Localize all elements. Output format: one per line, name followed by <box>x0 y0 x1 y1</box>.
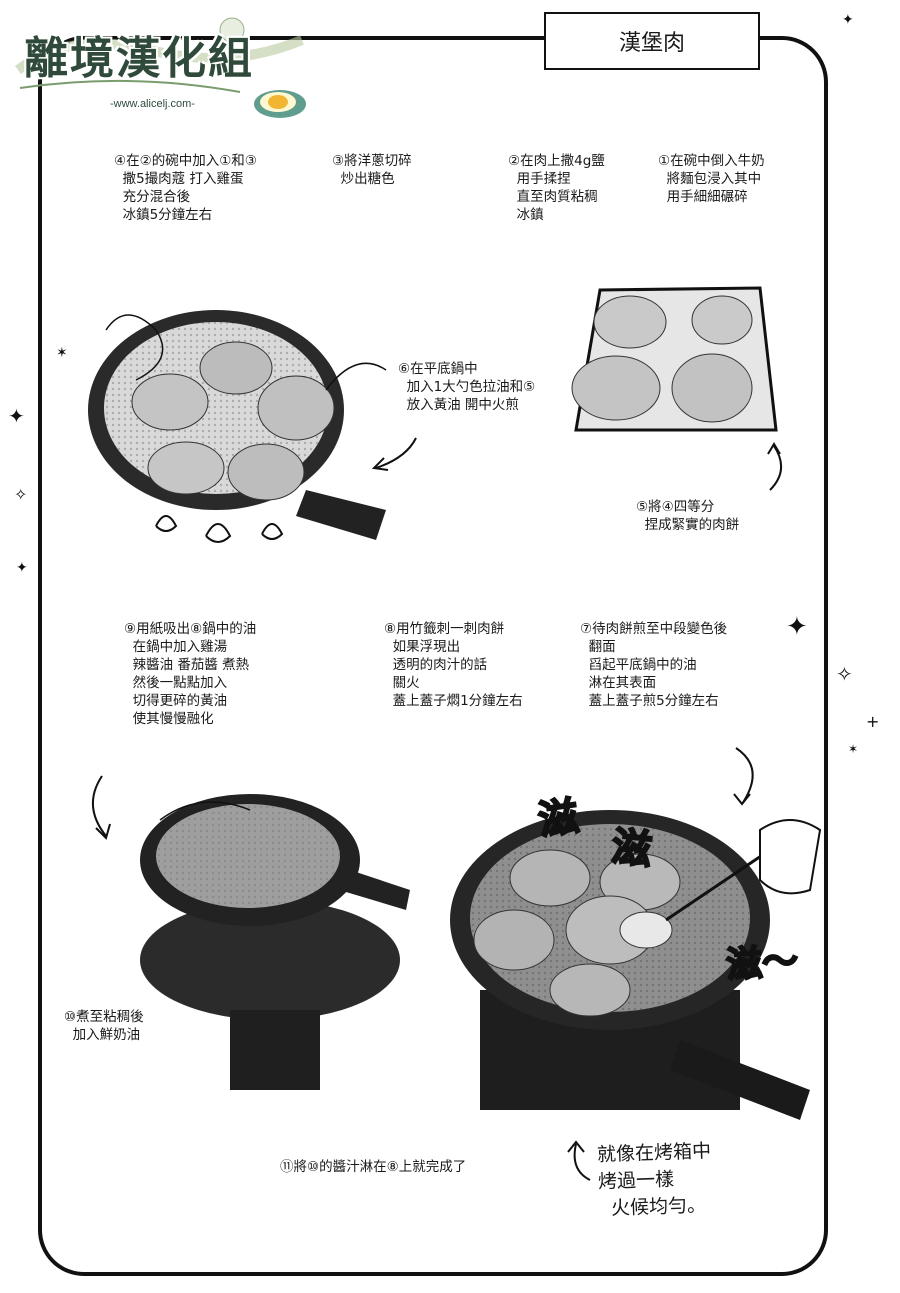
sparkle-icon: ✧ <box>836 662 853 686</box>
skillet-basting-illustration <box>450 810 822 1120</box>
step-10-text: ⑩煮至粘稠後 加入鮮奶油 <box>64 1009 144 1043</box>
tray-patties-illustration <box>571 286 778 432</box>
arrow-icon <box>91 775 111 840</box>
step-9-text: ⑨用紙吸出⑧鍋中的油 在鍋中加入雞湯 辣醬油 番茄醬 煮熱 然後一點點加入 切得… <box>124 621 257 727</box>
page-title: 漢堡肉 <box>544 12 760 70</box>
sizzle-sfx: 滋 <box>608 822 655 875</box>
sparkle-icon: ✦ <box>786 612 808 642</box>
step-11-text: ⑪將⑩的醬汁淋在⑧上就完成了 <box>280 1159 467 1175</box>
sizzle-sfx: 滋 <box>534 791 582 845</box>
page-frame <box>38 36 828 1276</box>
step-7-text: ⑦待肉餅煎至中段變色後 翻面 舀起平底鍋中的油 淋在其表面 蓋上蓋子煎5分鐘左右 <box>580 621 728 709</box>
arrow-icon <box>733 747 754 806</box>
sparkle-icon: ✦ <box>16 560 28 576</box>
group-logo: 離境漢化組 -www.alicelj.com- <box>10 10 310 118</box>
step-4-text: ④在②的碗中加入①和③ 撒5撮肉蔻 打入雞蛋 充分混合後 冰鎮5分鐘左右 <box>114 153 257 223</box>
logo-title: 離境漢化組 <box>24 33 254 84</box>
sparkle-icon: ✶ <box>848 742 859 756</box>
arrow-icon <box>767 442 782 491</box>
step-2-text: ②在肉上撒4g鹽 用手揉捏 直至肉質粘稠 冰鎮 <box>508 153 605 223</box>
handwritten-note: 就像在烤箱中 烤過一樣 火候均勻。 <box>596 1140 712 1220</box>
step-5-text: ⑤將④四等分 捏成緊實的肉餅 <box>636 499 740 533</box>
note-arrow-icon <box>567 1140 591 1181</box>
step-8-text: ⑧用竹籤刺一刺肉餅 如果浮現出 透明的肉汁的話 關火 蓋上蓋子燜1分鐘左右 <box>384 621 523 709</box>
sparkle-icon: + <box>866 712 880 731</box>
sparkle-icon: ✧ <box>14 485 28 504</box>
logo-background <box>14 17 304 93</box>
fried-egg-icon <box>254 90 306 118</box>
logo-url: -www.alicelj.com- <box>110 98 195 110</box>
frying-pan-patties-illustration <box>88 310 387 543</box>
sparkle-icon: ✶ <box>56 345 68 361</box>
sparkle-icon: ✦ <box>842 12 854 28</box>
step-6-text: ⑥在平底鍋中 加入1大勺色拉油和⑤ 放入黃油 開中火煎 <box>398 361 536 413</box>
sizzle-sfx: 滋～ <box>724 939 801 988</box>
arrow-icon <box>371 437 417 471</box>
sauce-pan-burner-illustration <box>140 794 410 1090</box>
step-1-text: ①在碗中倒入牛奶 將麵包浸入其中 用手細細碾碎 <box>658 153 765 205</box>
sparkle-icon: ✦ <box>8 404 25 428</box>
step-3-text: ③將洋蔥切碎 炒出糖色 <box>332 153 412 187</box>
